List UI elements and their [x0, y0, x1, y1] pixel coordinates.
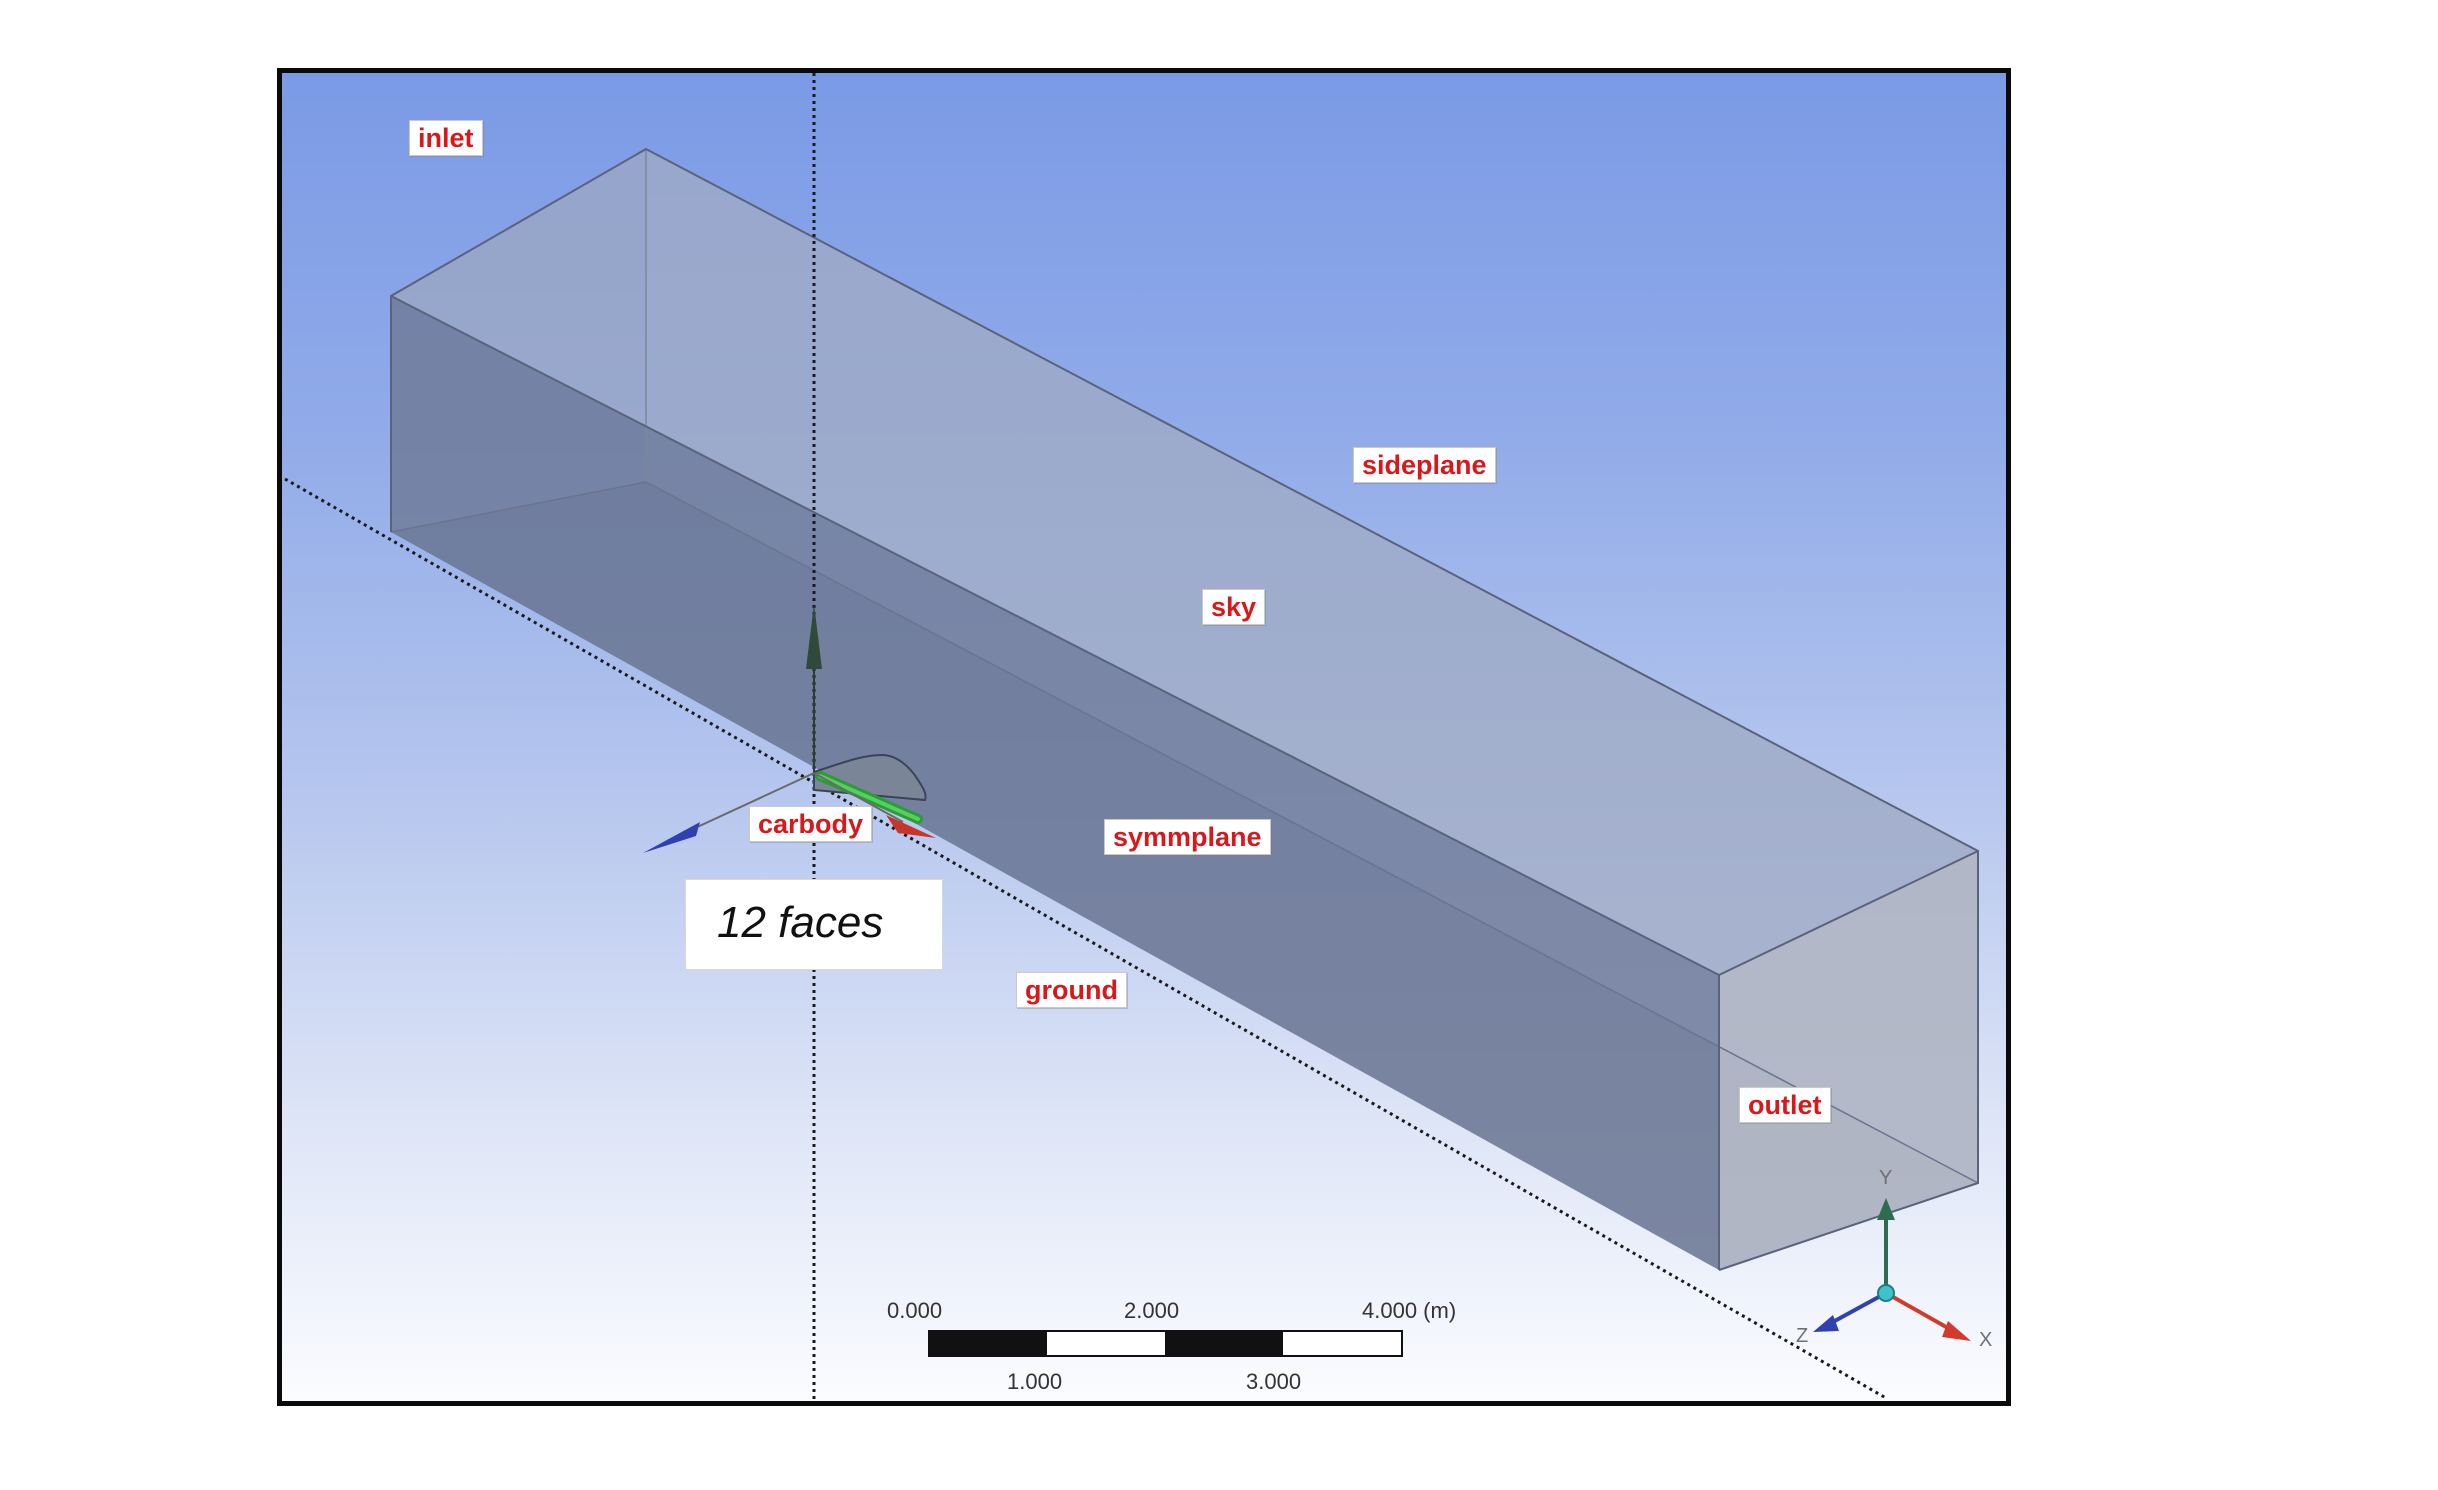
box-edge-outlet-top	[1718, 850, 1979, 976]
scale-tick-4: 4.000 (m)	[1362, 1298, 1457, 1323]
geometry-scene[interactable]	[282, 73, 2006, 1401]
faces-callout: 12 faces	[685, 879, 943, 970]
box-symmplane-face	[391, 296, 1719, 1270]
box-edge-top-front	[390, 295, 1720, 976]
faces-callout-text: 12 faces	[717, 898, 884, 947]
label-ground[interactable]: ground	[1016, 972, 1127, 1008]
scale-tick-1: 1.000	[1007, 1369, 1063, 1394]
coordinate-triad	[1813, 1198, 1971, 1341]
label-symmplane[interactable]: symmplane	[1104, 819, 1271, 855]
graphics-viewport[interactable]: inlet sideplane sky carbody symmplane gr…	[277, 68, 2011, 1406]
box-edge-hidden-2	[390, 481, 647, 533]
triad-z-arrow	[1813, 1315, 1839, 1332]
triad-y-arrow	[1877, 1198, 1895, 1220]
box-outlet-face	[1719, 851, 1978, 1270]
triad-x-label: X	[1979, 1329, 1993, 1351]
origin-triad	[643, 604, 936, 853]
label-sideplane[interactable]: sideplane	[1353, 447, 1496, 483]
origin-x-arrow	[886, 815, 936, 838]
label-sky[interactable]: sky	[1202, 589, 1266, 625]
label-outlet[interactable]: outlet	[1739, 1087, 1831, 1123]
scale-tick-2: 2.000	[1124, 1298, 1180, 1323]
triad-x-arrow	[1942, 1321, 1971, 1341]
label-inlet[interactable]: inlet	[409, 120, 483, 156]
triad-z-label: Z	[1796, 1325, 1809, 1347]
triad-y-label: Y	[1879, 1167, 1893, 1189]
box-edge-outline	[390, 147, 1979, 1271]
box-edge-hidden-3	[645, 481, 1979, 1184]
box-sky-face	[391, 149, 1978, 975]
triad-origin	[1877, 1284, 1895, 1302]
label-carbody[interactable]: carbody	[749, 806, 873, 842]
scale-bar	[928, 1330, 1403, 1357]
origin-z-arrow	[643, 822, 700, 853]
origin-y-arrow	[806, 604, 822, 669]
scale-tick-3: 3.000	[1246, 1369, 1302, 1394]
scale-tick-0: 0.000	[887, 1298, 943, 1323]
